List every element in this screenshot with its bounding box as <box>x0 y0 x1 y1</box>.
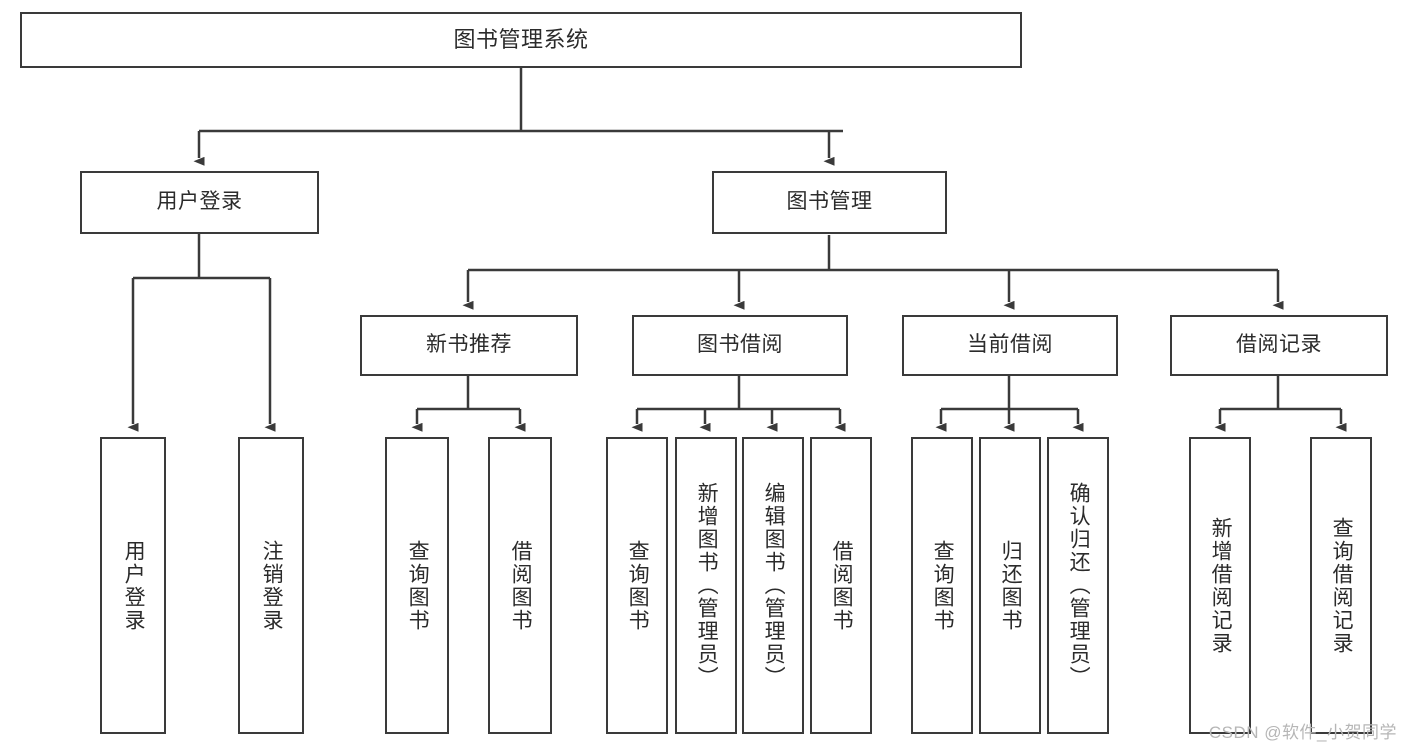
node-label: 查询图书 <box>931 539 955 632</box>
node-label: 新增图书（管理员） <box>695 482 719 689</box>
leaf-query-borrow-record[interactable]: 查询借阅记录 <box>1310 437 1372 734</box>
leaf-query-book-borrow[interactable]: 查询图书 <box>606 437 668 734</box>
node-label: 查询借阅记录 <box>1330 516 1354 655</box>
node-label: 图书管理系统 <box>453 27 589 53</box>
leaf-user-login[interactable]: 用户登录 <box>100 437 166 734</box>
node-label: 注销登录 <box>260 539 284 632</box>
leaf-query-book-recommend[interactable]: 查询图书 <box>385 437 449 734</box>
node-label: 确认归还（管理员） <box>1067 482 1091 689</box>
leaf-add-borrow-record[interactable]: 新增借阅记录 <box>1189 437 1251 734</box>
leaf-confirm-return-admin[interactable]: 确认归还（管理员） <box>1047 437 1109 734</box>
node-label: 图书借阅 <box>697 333 783 357</box>
node-title-book-management-system[interactable]: 图书管理系统 <box>20 12 1022 68</box>
node-label: 借阅图书 <box>509 539 533 632</box>
node-user-login[interactable]: 用户登录 <box>80 171 319 234</box>
watermark-text: CSDN @软件_小贺同学 <box>1208 723 1397 742</box>
node-label: 查询图书 <box>626 539 650 632</box>
node-label: 新增借阅记录 <box>1209 516 1233 655</box>
leaf-borrow-book-recommend[interactable]: 借阅图书 <box>488 437 552 734</box>
node-book-borrow[interactable]: 图书借阅 <box>632 315 848 376</box>
node-label: 借阅记录 <box>1236 333 1322 357</box>
node-label: 归还图书 <box>999 539 1023 632</box>
leaf-logout-login[interactable]: 注销登录 <box>238 437 304 734</box>
node-borrow-record[interactable]: 借阅记录 <box>1170 315 1388 376</box>
node-current-borrow[interactable]: 当前借阅 <box>902 315 1118 376</box>
node-label: 借阅图书 <box>830 539 854 632</box>
node-new-book-recommend[interactable]: 新书推荐 <box>360 315 578 376</box>
node-label: 当前借阅 <box>967 333 1053 357</box>
node-label: 用户登录 <box>122 539 146 632</box>
leaf-borrow-book-borrow[interactable]: 借阅图书 <box>810 437 872 734</box>
leaf-return-book[interactable]: 归还图书 <box>979 437 1041 734</box>
node-book-management[interactable]: 图书管理 <box>712 171 947 234</box>
node-label: 查询图书 <box>406 539 430 632</box>
node-label: 编辑图书（管理员） <box>762 482 786 689</box>
node-label: 用户登录 <box>156 190 243 214</box>
leaf-query-book-current[interactable]: 查询图书 <box>911 437 973 734</box>
leaf-add-book-admin[interactable]: 新增图书（管理员） <box>675 437 737 734</box>
leaf-edit-book-admin[interactable]: 编辑图书（管理员） <box>742 437 804 734</box>
node-label: 图书管理 <box>786 190 873 214</box>
node-label: 新书推荐 <box>426 333 512 357</box>
